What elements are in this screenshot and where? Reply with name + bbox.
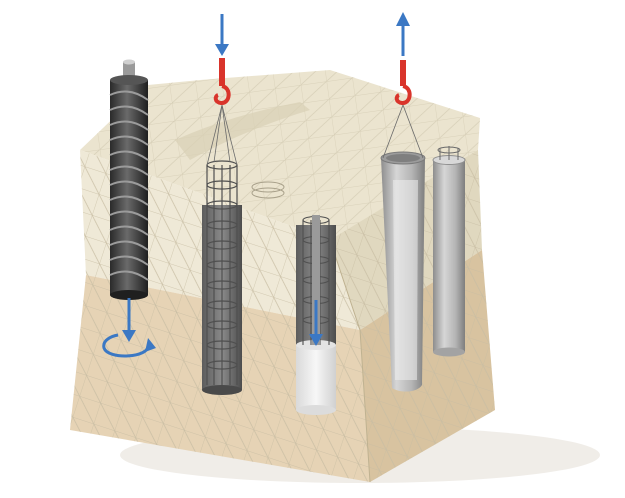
up-arrow-icon xyxy=(396,12,410,56)
lifting-wires xyxy=(382,104,424,159)
crane-hook-icon xyxy=(213,58,231,105)
lifting-wires xyxy=(206,104,238,166)
auger-pile xyxy=(102,59,156,358)
completed-pile xyxy=(432,146,466,357)
concrete-fill xyxy=(296,345,336,410)
down-arrow-icon xyxy=(215,14,229,56)
reinforcement-cage xyxy=(206,160,238,385)
crane-hook-icon xyxy=(394,60,412,105)
down-arrow-icon xyxy=(309,300,323,346)
tremie-pipe xyxy=(312,215,320,345)
concrete-pile xyxy=(296,215,336,415)
auger-flights xyxy=(109,90,149,281)
casing-extraction xyxy=(380,12,426,392)
rotation-arrow-icon xyxy=(102,298,156,358)
cage-pile xyxy=(202,14,285,395)
